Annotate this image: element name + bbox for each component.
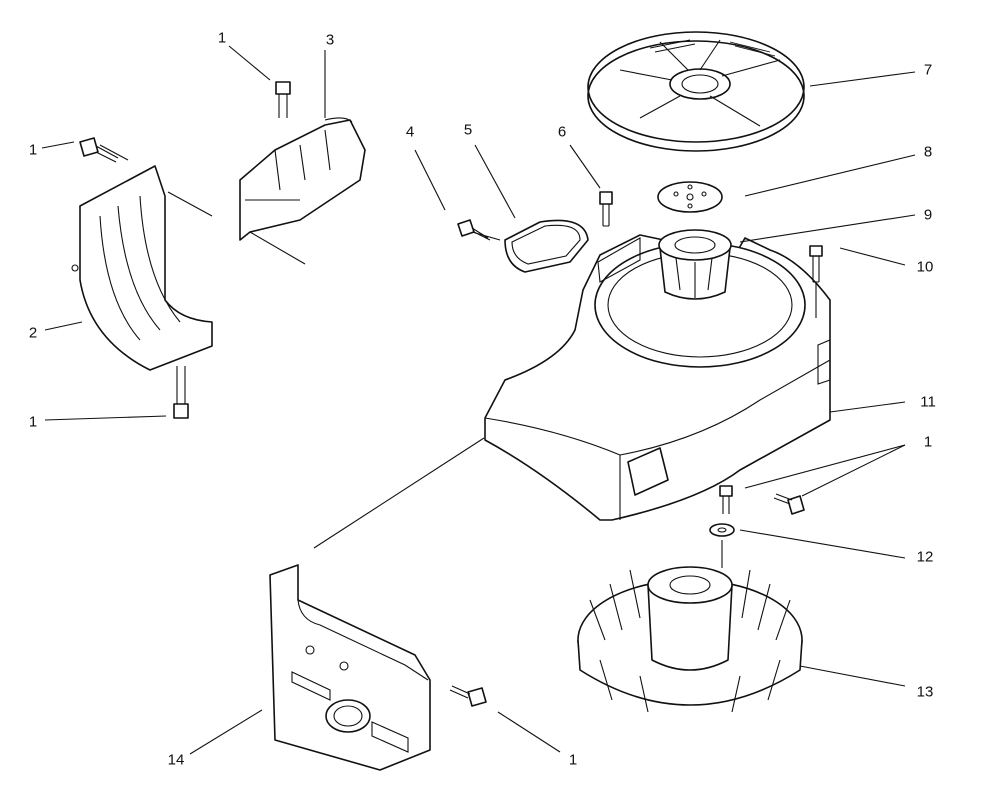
callout-12: 12 — [916, 548, 934, 566]
callout-13: 13 — [916, 683, 934, 701]
part-8-plate — [657, 181, 723, 213]
callout-1-lower-left: 1 — [28, 413, 38, 431]
callout-11: 11 — [920, 393, 936, 411]
part-11-blower-housing — [484, 234, 831, 521]
part-6-bolt — [599, 191, 613, 227]
part-1-bolt-shroud — [449, 685, 487, 707]
part-9-starter-cup — [658, 229, 732, 300]
part-1-bolt-housing-b — [773, 493, 805, 515]
callout-2: 2 — [28, 324, 38, 342]
callout-1-bottom: 1 — [568, 751, 578, 769]
part-13-flywheel — [577, 566, 803, 713]
part-5-cover-plate — [504, 219, 589, 273]
leader-lines — [41, 45, 916, 755]
callout-1-left: 1 — [28, 141, 38, 159]
callout-1-right: 1 — [923, 433, 933, 451]
part-1-bolt-top — [275, 81, 291, 118]
callout-7: 7 — [923, 61, 933, 79]
callout-5: 5 — [463, 121, 473, 139]
part-10-bolt — [809, 245, 823, 283]
callout-6: 6 — [557, 123, 567, 141]
callout-9: 9 — [923, 206, 933, 224]
callout-1-top: 1 — [217, 29, 227, 47]
part-3-bracket — [239, 117, 366, 241]
callout-3: 3 — [325, 31, 335, 49]
callout-10: 10 — [916, 258, 934, 276]
part-1-bolt-left — [79, 137, 119, 163]
part-7-screen-disc — [587, 31, 805, 152]
callout-4: 4 — [405, 123, 415, 141]
callout-8: 8 — [923, 143, 933, 161]
part-1-bolt-lower-left — [173, 366, 189, 419]
callout-14: 14 — [167, 751, 185, 769]
part-14-front-shroud — [269, 564, 431, 771]
part-12-washer — [709, 523, 735, 537]
part-2-side-shield — [71, 165, 213, 371]
part-4-bolt — [457, 219, 491, 241]
part-1-bolt-housing-a — [719, 485, 733, 514]
